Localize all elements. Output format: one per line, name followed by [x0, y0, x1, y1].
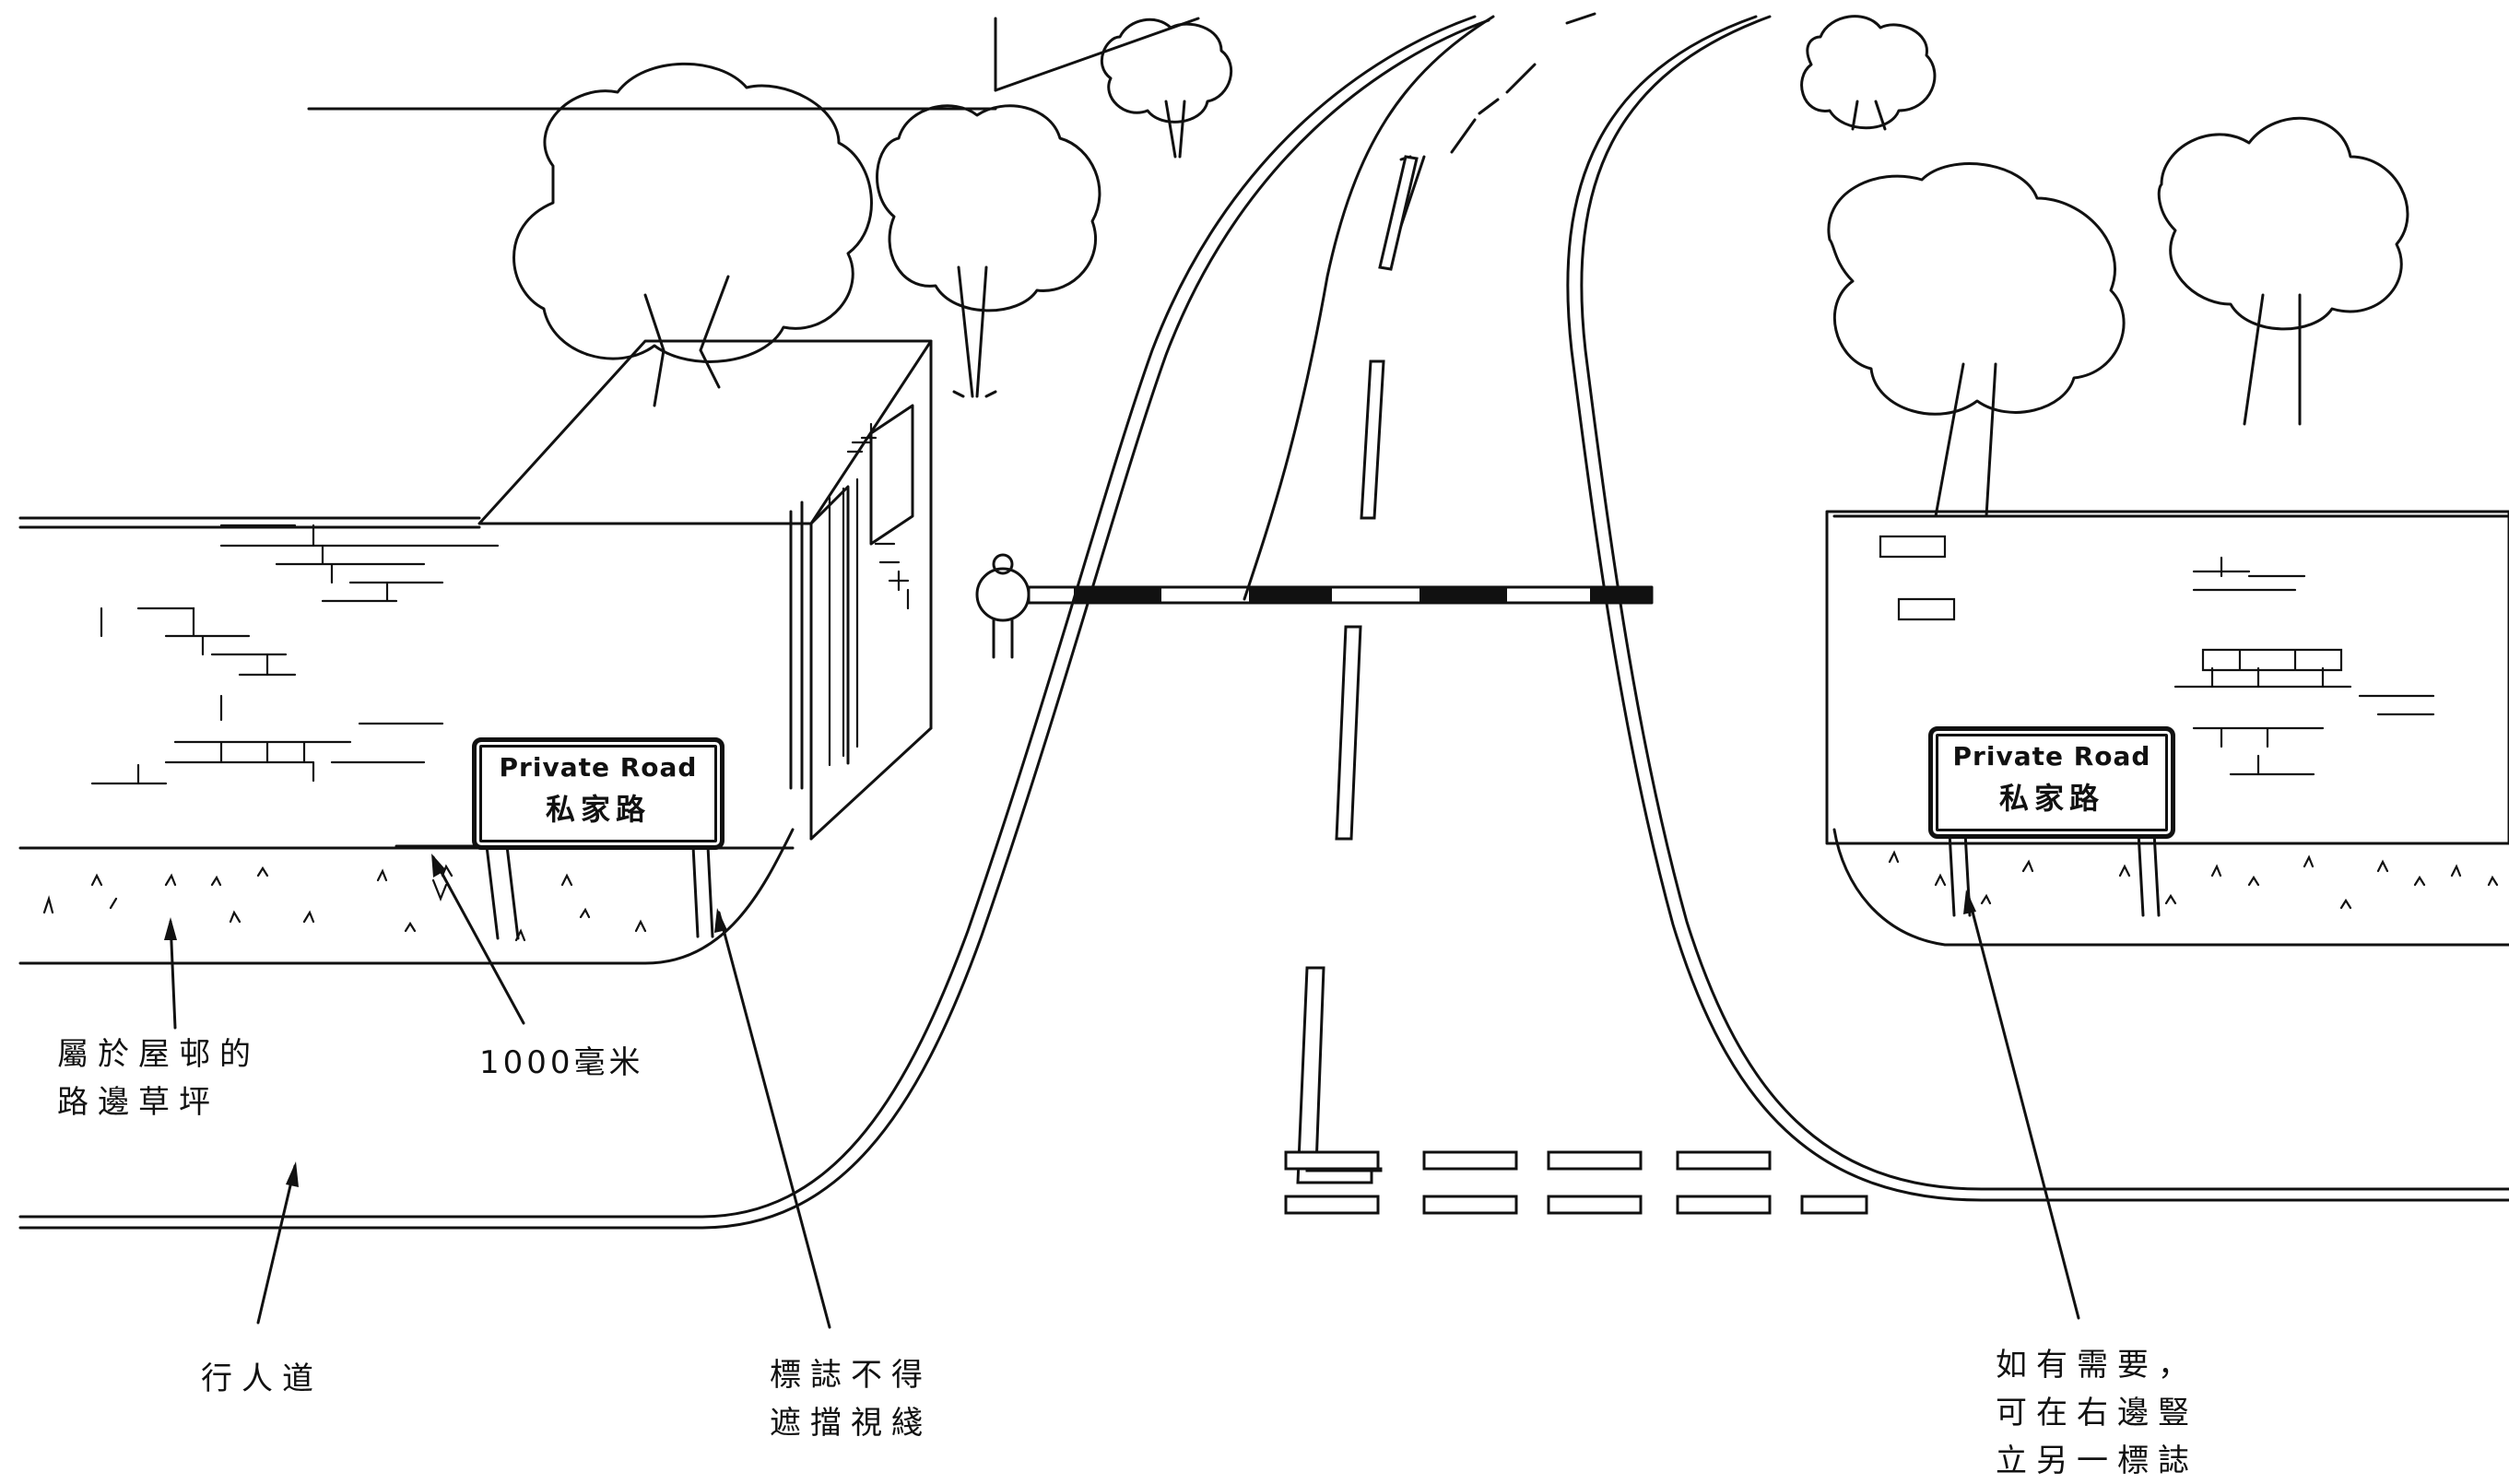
- tree-4: [1800, 15, 1937, 131]
- tree-5: [1827, 162, 2126, 518]
- road-edges: [18, 15, 2509, 1230]
- gatehouse: [477, 339, 933, 841]
- leader-lines: [164, 854, 2080, 1329]
- right-sign-posts: [1948, 830, 2161, 917]
- road-markings: [1284, 12, 1868, 1215]
- left-grass: [42, 864, 647, 942]
- left-sign-posts: [395, 844, 714, 940]
- label-distance: 1000毫米: [479, 1044, 644, 1081]
- label-right-sign: 如有需要， 可在右邊豎 立另一標誌: [1996, 1347, 2198, 1479]
- right-grass: [1888, 850, 2499, 910]
- sign-left-chinese: 私家路: [545, 792, 651, 827]
- label-no-obstruct: 標誌不得 遮擋視綫: [770, 1357, 932, 1442]
- tree-1: [512, 62, 873, 407]
- barrier-gate: [975, 553, 1654, 659]
- sign-right-english: Private Road: [1952, 741, 2151, 771]
- left-footpath: [18, 828, 795, 965]
- tree-2: [876, 104, 1101, 398]
- label-verge: 屬於屋邨的 路邊草坪: [57, 1036, 260, 1121]
- private-road-sign-left: Private Road 私家路: [472, 737, 724, 850]
- sign-right-chinese: 私家路: [1998, 781, 2104, 816]
- right-boundary-wall: [1825, 510, 2509, 947]
- private-road-sign-right: Private Road 私家路: [1928, 726, 2175, 839]
- tree-3: [1100, 18, 1233, 159]
- tree-6: [2157, 116, 2409, 426]
- background-lines: [307, 17, 1200, 111]
- label-footpath: 行人道: [201, 1360, 323, 1397]
- sign-left-english: Private Road: [499, 752, 698, 783]
